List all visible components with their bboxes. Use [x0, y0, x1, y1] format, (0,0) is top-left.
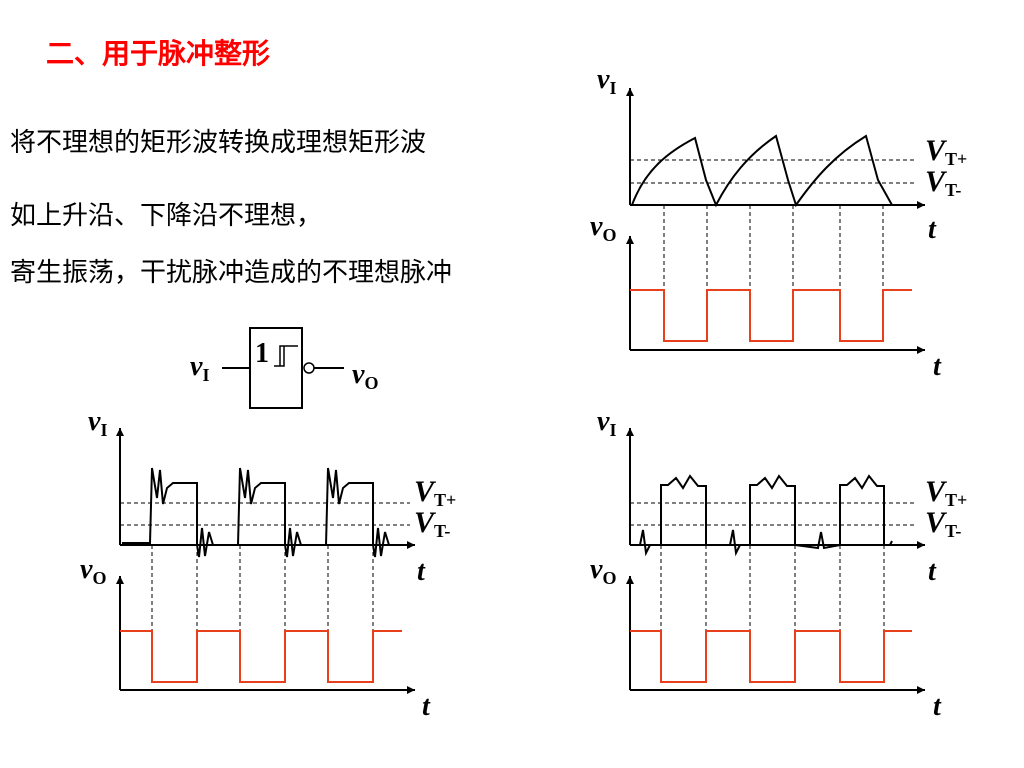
- panel-interference: vI VT+ VT- t vO t: [590, 406, 967, 722]
- vo-label: vO: [80, 554, 106, 588]
- vi-ringing-wave: [122, 467, 410, 558]
- vt-plus-label: VT+: [925, 475, 967, 510]
- vo-square-wave: [120, 630, 402, 683]
- hysteresis-icon: [274, 345, 298, 367]
- vt-plus-label: VT+: [414, 475, 456, 510]
- vo-square-wave: [630, 630, 912, 683]
- gate-output-label: vO: [352, 359, 378, 393]
- t-label: t: [928, 556, 937, 587]
- t-label: t: [422, 691, 431, 722]
- t-label: t: [417, 556, 426, 587]
- text-line-1: 将不理想的矩形波转换成理想矩形波: [10, 128, 427, 158]
- gate-input-label: vI: [190, 351, 209, 385]
- vi-label: vI: [88, 406, 107, 440]
- vo-label: vO: [590, 554, 616, 588]
- schmitt-trigger-gate: 1 vI vO: [190, 327, 378, 409]
- vt-minus-label: VT-: [925, 506, 961, 541]
- gate-number: 1: [255, 338, 269, 369]
- panel-slow-edges: vI VT+ VT- t vO t: [590, 64, 967, 382]
- vo-square-wave: [630, 289, 912, 342]
- vi-label: vI: [597, 406, 616, 440]
- vt-plus-label: VT+: [925, 134, 967, 169]
- vt-minus-label: VT-: [925, 165, 961, 200]
- panel-ringing: vI VT+ VT- t vO t: [80, 406, 456, 722]
- page-title: 二、用于脉冲整形: [46, 37, 271, 70]
- inverter-bubble: [303, 362, 315, 374]
- text-line-3: 寄生振荡，干扰脉冲造成的不理想脉冲: [10, 258, 453, 288]
- t-label: t: [933, 351, 942, 382]
- vt-minus-label: VT-: [414, 506, 450, 541]
- vo-label: vO: [590, 211, 616, 245]
- vi-interference-wave: [632, 474, 893, 557]
- t-label: t: [928, 214, 937, 245]
- vi-sawtooth-wave: [631, 134, 893, 208]
- t-label: t: [933, 691, 942, 722]
- vi-label: vI: [597, 64, 616, 98]
- text-line-2: 如上升沿、下降沿不理想，: [10, 201, 323, 231]
